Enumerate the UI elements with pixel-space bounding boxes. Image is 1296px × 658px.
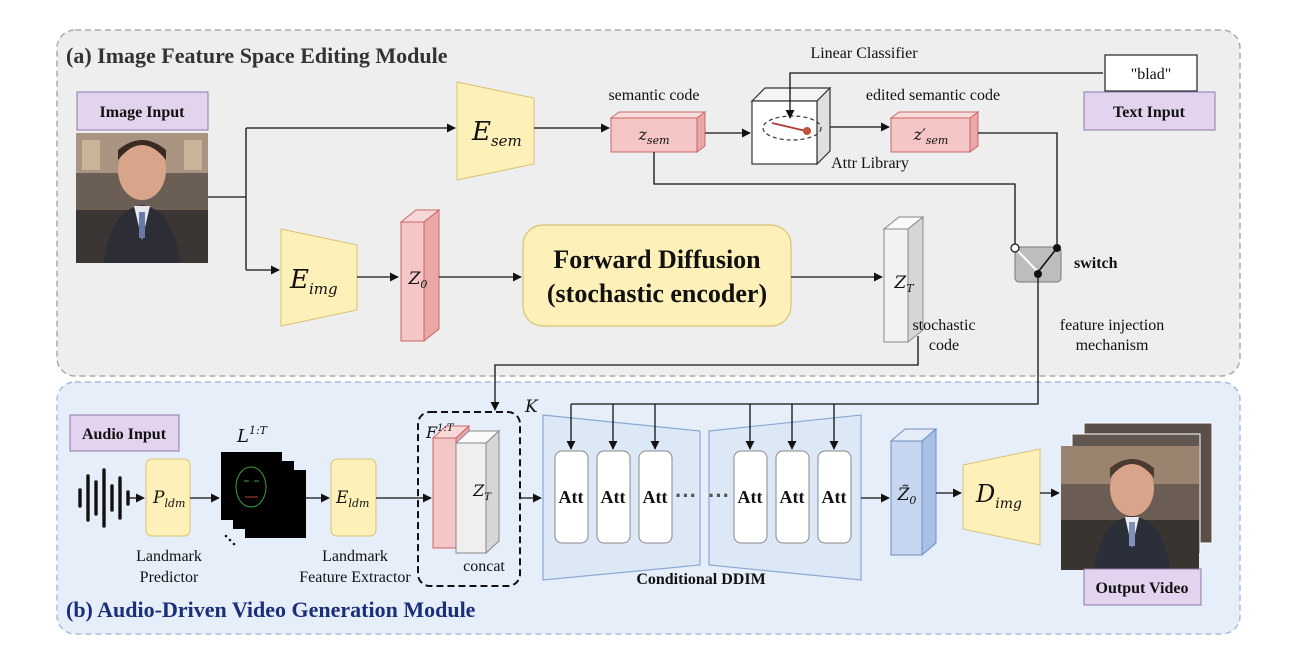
att-block-5 — [775, 450, 810, 544]
zt-label: ZT — [893, 273, 915, 295]
linear-classifier-label: Linear Classifier — [810, 45, 918, 62]
section-b-title: (b) Audio-Driven Video Generation Module — [66, 597, 476, 622]
d-img-label: Dimg — [975, 480, 1022, 512]
feature-injection-line2: mechanism — [1076, 337, 1149, 354]
e-sem-encoder — [456, 81, 535, 181]
zt-concat-slab — [454, 429, 501, 555]
forward-diffusion-subtitle: (stochastic encoder) — [547, 279, 767, 308]
att-block-4 — [733, 450, 768, 544]
text-input-value-box — [1104, 54, 1198, 92]
z-sem-label: zsem — [637, 125, 669, 147]
semantic-code-label: semantic code — [608, 87, 699, 104]
feature-injection-line1: feature injection — [1060, 317, 1164, 334]
stochastic-code-line1: stochastic — [912, 317, 975, 334]
att-label-1: Att — [559, 487, 584, 507]
z-sem-edited-block — [889, 111, 980, 153]
att-label-4: Att — [738, 487, 763, 507]
z0-tilde-label: Z̃0 — [897, 485, 917, 507]
e-sem-label: Esem — [471, 117, 522, 150]
landmarks-label: L1:T — [236, 424, 269, 447]
e-ldm-label: Eldm — [335, 488, 369, 510]
landmark-extractor-line1: Landmark — [322, 548, 388, 565]
d-img-decoder — [962, 448, 1041, 546]
input-face-image — [76, 133, 208, 263]
attr-library-cube — [750, 86, 832, 166]
k-label: K — [524, 397, 539, 417]
att-label-3: Att — [643, 487, 668, 507]
conditional-ddim-label: Conditional DDIM — [636, 571, 765, 588]
image-input-label: Image Input — [100, 104, 186, 121]
z-sem-edited-label: z′sem — [913, 125, 949, 147]
section-a-title: (a) Image Feature Space Editing Module — [66, 43, 448, 68]
concat-label: concat — [463, 558, 505, 575]
landmark-frames — [221, 452, 306, 546]
attr-library-label: Attr Library — [831, 155, 909, 172]
zt-slab — [882, 215, 925, 344]
p-ldm-label: Pldm — [152, 488, 185, 510]
z0-tilde-slab — [889, 427, 938, 557]
landmark-extractor-line2: Feature Extractor — [299, 569, 411, 586]
concat-dashed-box — [417, 411, 521, 587]
e-img-label: Eimg — [289, 265, 338, 298]
forward-diffusion-box — [522, 224, 792, 327]
text-input-value: "blad" — [1131, 66, 1172, 83]
ddim-ellipsis-left: ··· — [675, 483, 697, 508]
audio-input-label: Audio Input — [82, 426, 167, 443]
image-input-tag — [76, 91, 209, 131]
audio-input-tag — [69, 414, 180, 452]
f-label: F1:T — [425, 423, 455, 442]
text-input-tag — [1083, 91, 1216, 131]
section-b-connectors — [128, 404, 1060, 503]
att-block-2 — [596, 450, 631, 544]
att-label-2: Att — [601, 487, 626, 507]
zt-concat-label: ZT — [472, 481, 492, 503]
audio-waveform-icon — [78, 468, 130, 528]
forward-diffusion-title: Forward Diffusion — [553, 245, 761, 274]
stochastic-code-line2: code — [929, 337, 959, 354]
landmark-predictor-line2: Predictor — [140, 569, 199, 586]
switch-label: switch — [1074, 255, 1118, 272]
output-video-frames — [1061, 422, 1213, 570]
z0-label: Z0 — [408, 269, 428, 291]
att-label-5: Att — [780, 487, 805, 507]
section-a-connectors — [208, 72, 1103, 411]
text-input-label: Text Input — [1113, 104, 1186, 121]
edited-semantic-code-label: edited semantic code — [866, 87, 1000, 104]
output-video-label: Output Video — [1096, 580, 1189, 597]
att-label-6: Att — [822, 487, 847, 507]
output-video-tag — [1083, 568, 1202, 606]
switch-icon — [1010, 243, 1062, 283]
att-block-6 — [817, 450, 852, 544]
ddim-ellipsis-right: ··· — [708, 483, 730, 508]
att-blocks: Att Att Att Att Att Att — [554, 450, 852, 544]
landmark-predictor-line1: Landmark — [136, 548, 202, 565]
att-block-1 — [554, 450, 589, 544]
att-block-3 — [638, 450, 673, 544]
z0-slab — [399, 208, 441, 343]
e-img-encoder — [280, 228, 358, 327]
